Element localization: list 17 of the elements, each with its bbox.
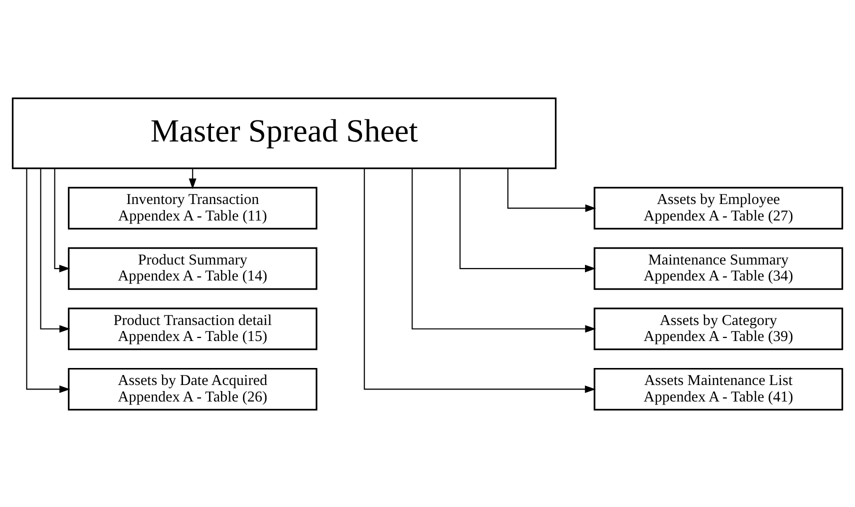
node-box: Assets by Employee Appendex A - Table (27) [594,186,844,229]
arrow [364,168,596,392]
node-box: Assets Maintenance List Appendex A - Table (41) [594,367,844,410]
arrow [507,168,596,212]
arrow [460,168,596,272]
node-box: Assets by Category Appendex A - Table (39) [594,307,844,350]
arrow [54,168,70,272]
node-box: Inventory Transaction Appendex A - Table (11) [68,186,318,229]
node-box: Maintenance Summary Appendex A - Table (34) [594,246,844,290]
node-box: Master Spread Sheet [12,97,557,169]
node-box: Product Summary Appendex A - Table (14) [68,246,318,290]
arrow [412,168,596,332]
node-box: Assets by Date Acquired Appendex A - Table (26) [68,367,318,410]
node-box: Product Transaction detail Appendex A - Table (15) [68,307,318,350]
arrow [40,168,70,332]
arrow [188,168,196,189]
arrow [26,168,70,392]
